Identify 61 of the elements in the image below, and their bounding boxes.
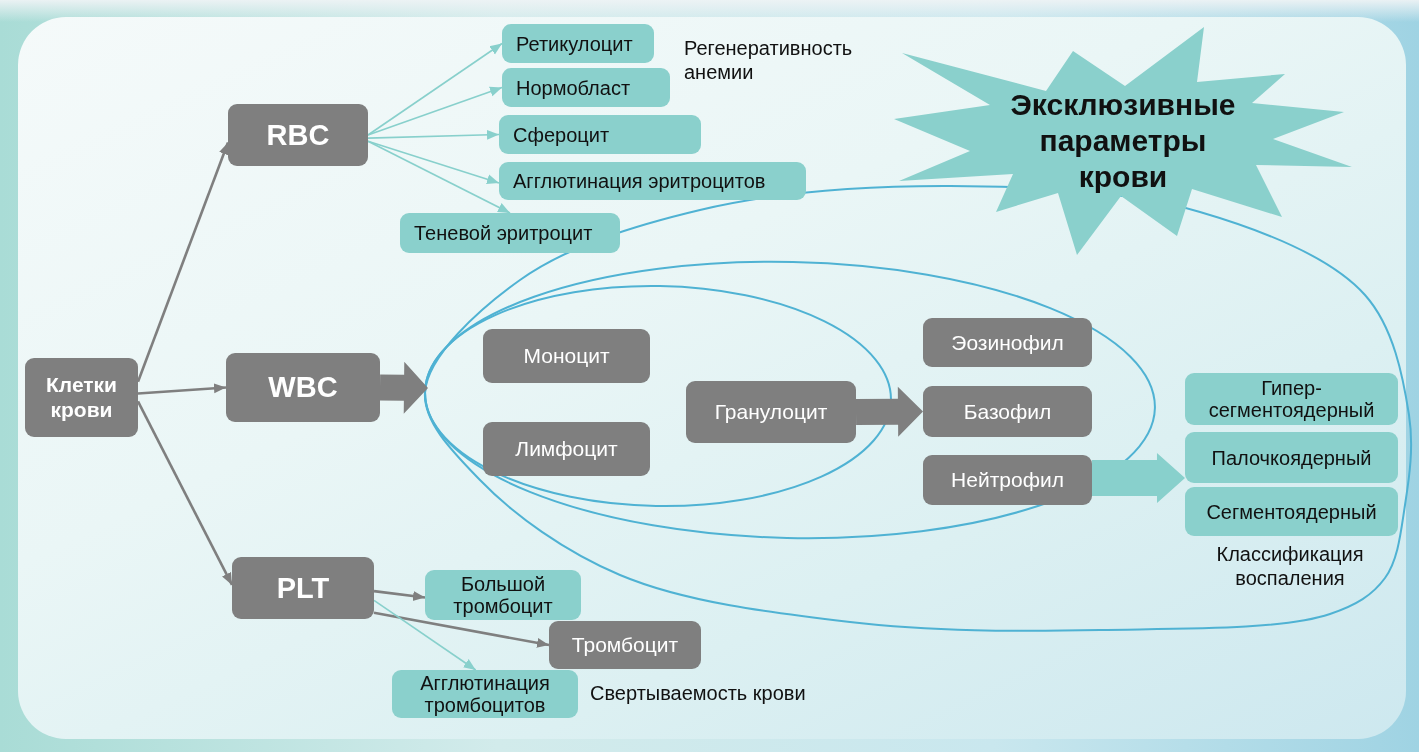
category-box	[483, 329, 650, 383]
node-label: Нормобласт	[516, 76, 631, 99]
arrow	[136, 400, 234, 586]
node-label: Агглютинация эритроцитов	[513, 170, 766, 192]
node-label: Тромбоцит	[571, 633, 679, 657]
block-arrow	[379, 361, 428, 414]
category-box	[25, 358, 138, 437]
node-label: Палочкоядерный	[1211, 446, 1372, 469]
arrow	[373, 589, 426, 601]
category-box	[228, 104, 368, 166]
annotation-text: Свертываемость крови	[590, 681, 807, 705]
node-label: Сфероцит	[513, 123, 610, 146]
parameter-box	[502, 24, 654, 63]
node-label: Агглютинация тромбоцитов	[419, 672, 551, 716]
node-label: WBC	[268, 371, 338, 404]
category-box	[549, 621, 701, 669]
arrow	[373, 599, 477, 671]
arrow	[367, 129, 500, 140]
node-label: Эозинофил	[951, 330, 1064, 355]
parameter-box	[502, 68, 670, 107]
node-label: Моноцит	[523, 344, 610, 368]
category-box	[686, 381, 856, 443]
parameter-box	[1185, 373, 1398, 425]
arrow	[367, 140, 500, 184]
parameter-box	[499, 115, 701, 154]
node-label: Сегментоядерный	[1206, 500, 1377, 523]
arrow	[136, 142, 230, 383]
parameter-box	[1185, 487, 1398, 536]
parameter-box	[425, 570, 581, 620]
block-arrow	[1092, 452, 1185, 503]
category-box	[923, 455, 1092, 505]
node-label: Теневой эритроцит	[414, 222, 593, 244]
starburst-shape	[894, 27, 1352, 255]
node-label: Клетки крови	[45, 373, 118, 422]
category-box	[226, 353, 380, 422]
category-box	[923, 318, 1092, 367]
arrow	[137, 383, 227, 395]
arrow	[367, 86, 503, 136]
node-label: Большой тромбоцит	[452, 573, 554, 617]
node-label: Нейтрофил	[951, 468, 1064, 492]
category-box	[483, 422, 650, 476]
node-label: Базофил	[963, 399, 1052, 424]
category-box	[232, 557, 374, 619]
node-label: Ретикулоцит	[516, 32, 633, 55]
arrow	[373, 611, 550, 648]
arrow	[367, 42, 503, 136]
parameter-box	[392, 670, 578, 718]
arrow	[367, 140, 511, 214]
annotation-text: Классификация воспаления	[1215, 542, 1365, 590]
node-label: Лимфоцит	[515, 437, 618, 461]
node-label: RBC	[266, 118, 330, 152]
category-box	[923, 386, 1092, 437]
annotation-text: Регенеративность анемии	[684, 36, 854, 84]
node-label: Гранулоцит	[714, 400, 828, 424]
parameter-box	[400, 213, 620, 253]
node-label: Гипер- сегментоядерный	[1207, 377, 1376, 421]
node-label: PLT	[276, 571, 330, 605]
parameter-box	[499, 162, 806, 200]
block-arrow	[855, 386, 923, 437]
node-label: Эксклюзивные параметры крови	[1009, 87, 1237, 195]
parameter-box	[1185, 432, 1398, 483]
